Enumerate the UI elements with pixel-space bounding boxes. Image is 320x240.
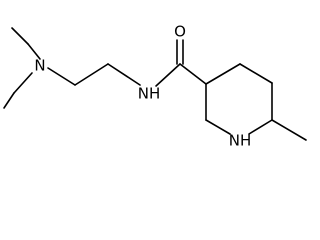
structural-formula: N NH O NH [3, 23, 307, 150]
ring-nitrogen-label: NH [229, 132, 252, 150]
amide-nitrogen-label: NH [138, 85, 161, 103]
amine-nitrogen-label: N [34, 57, 45, 75]
ethyl1-ch2-bond [27, 43, 41, 60]
ring-bond-c6-n1 [248, 119, 273, 135]
bonds [3, 27, 307, 141]
methyl-bond [271, 119, 307, 141]
ethyl2-n-bond [13, 72, 33, 94]
amide-c-ring-bond [179, 63, 207, 85]
ring-bond-n1-c2 [205, 119, 231, 135]
linker-bond-3 [107, 63, 141, 86]
linker-bond-1 [47, 67, 76, 86]
ring-bond-c3-c4 [205, 63, 241, 85]
ethyl2-ch3-bond [3, 92, 15, 109]
ethyl1-ch3-bond [11, 27, 29, 45]
linker-bond-2 [74, 63, 109, 86]
ring-bond-c4-c5 [239, 63, 273, 84]
carbonyl-oxygen-label: O [174, 23, 186, 41]
amide-n-c-bond [155, 63, 181, 87]
atom-labels: N NH O NH [34, 23, 251, 150]
